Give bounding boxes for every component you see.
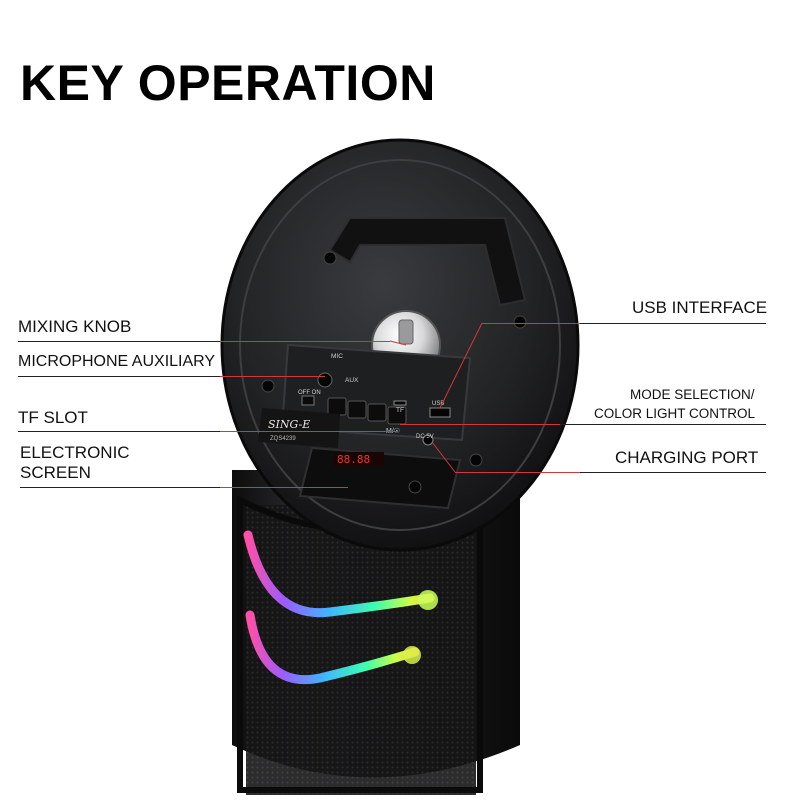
label-electronic-screen-2: SCREEN bbox=[20, 463, 91, 482]
label-charging-port: CHARGING PORT bbox=[615, 448, 759, 467]
dc-port-graphic bbox=[422, 434, 434, 446]
leader-mixing-knob bbox=[18, 341, 220, 342]
leader-electronic-screen bbox=[20, 487, 220, 488]
rgb-light-lower bbox=[245, 610, 420, 685]
leader-usb-interface bbox=[580, 323, 766, 324]
leader-charging-port bbox=[580, 472, 766, 473]
panel-aux-text: AUX bbox=[345, 377, 359, 384]
next-button-graphic bbox=[367, 403, 387, 422]
leader-microphone bbox=[18, 376, 220, 377]
leader-tf-slot bbox=[18, 431, 220, 432]
panel-mic-text: MIC bbox=[331, 353, 343, 360]
panel-usb-text: USB bbox=[432, 401, 444, 407]
label-usb-interface: USB INTERFACE bbox=[632, 298, 768, 317]
panel-tf-text: TF bbox=[396, 407, 404, 414]
panel-offon-text: OFF ON bbox=[298, 390, 321, 396]
play-pause-button-graphic bbox=[347, 400, 367, 419]
rgb-light-upper bbox=[243, 530, 435, 618]
label-mode-selection-1: MODE SELECTION/ bbox=[630, 387, 755, 402]
page-title: KEY OPERATION bbox=[20, 55, 436, 111]
model-number: ZQS4239 bbox=[270, 436, 296, 442]
label-electronic-screen-1: ELECTRONIC bbox=[20, 443, 130, 462]
tf-slot-graphic bbox=[393, 400, 407, 406]
mode-button-graphic bbox=[387, 406, 407, 425]
label-tf-slot: TF SLOT bbox=[18, 408, 88, 427]
label-microphone-auxiliary: MICROPHONE AUXILIARY bbox=[18, 353, 216, 370]
label-mixing-knob: MIXING KNOB bbox=[18, 317, 132, 336]
label-mode-selection-2: COLOR LIGHT CONTROL bbox=[594, 406, 756, 421]
leader-mode-selection bbox=[560, 424, 766, 425]
carry-handle bbox=[328, 217, 527, 307]
panel-dc-text: DC 5V bbox=[416, 434, 434, 440]
speaker-grille bbox=[246, 505, 476, 795]
led-display-text: 88.88 bbox=[337, 453, 370, 466]
brand-logo: SING-E bbox=[268, 418, 310, 431]
